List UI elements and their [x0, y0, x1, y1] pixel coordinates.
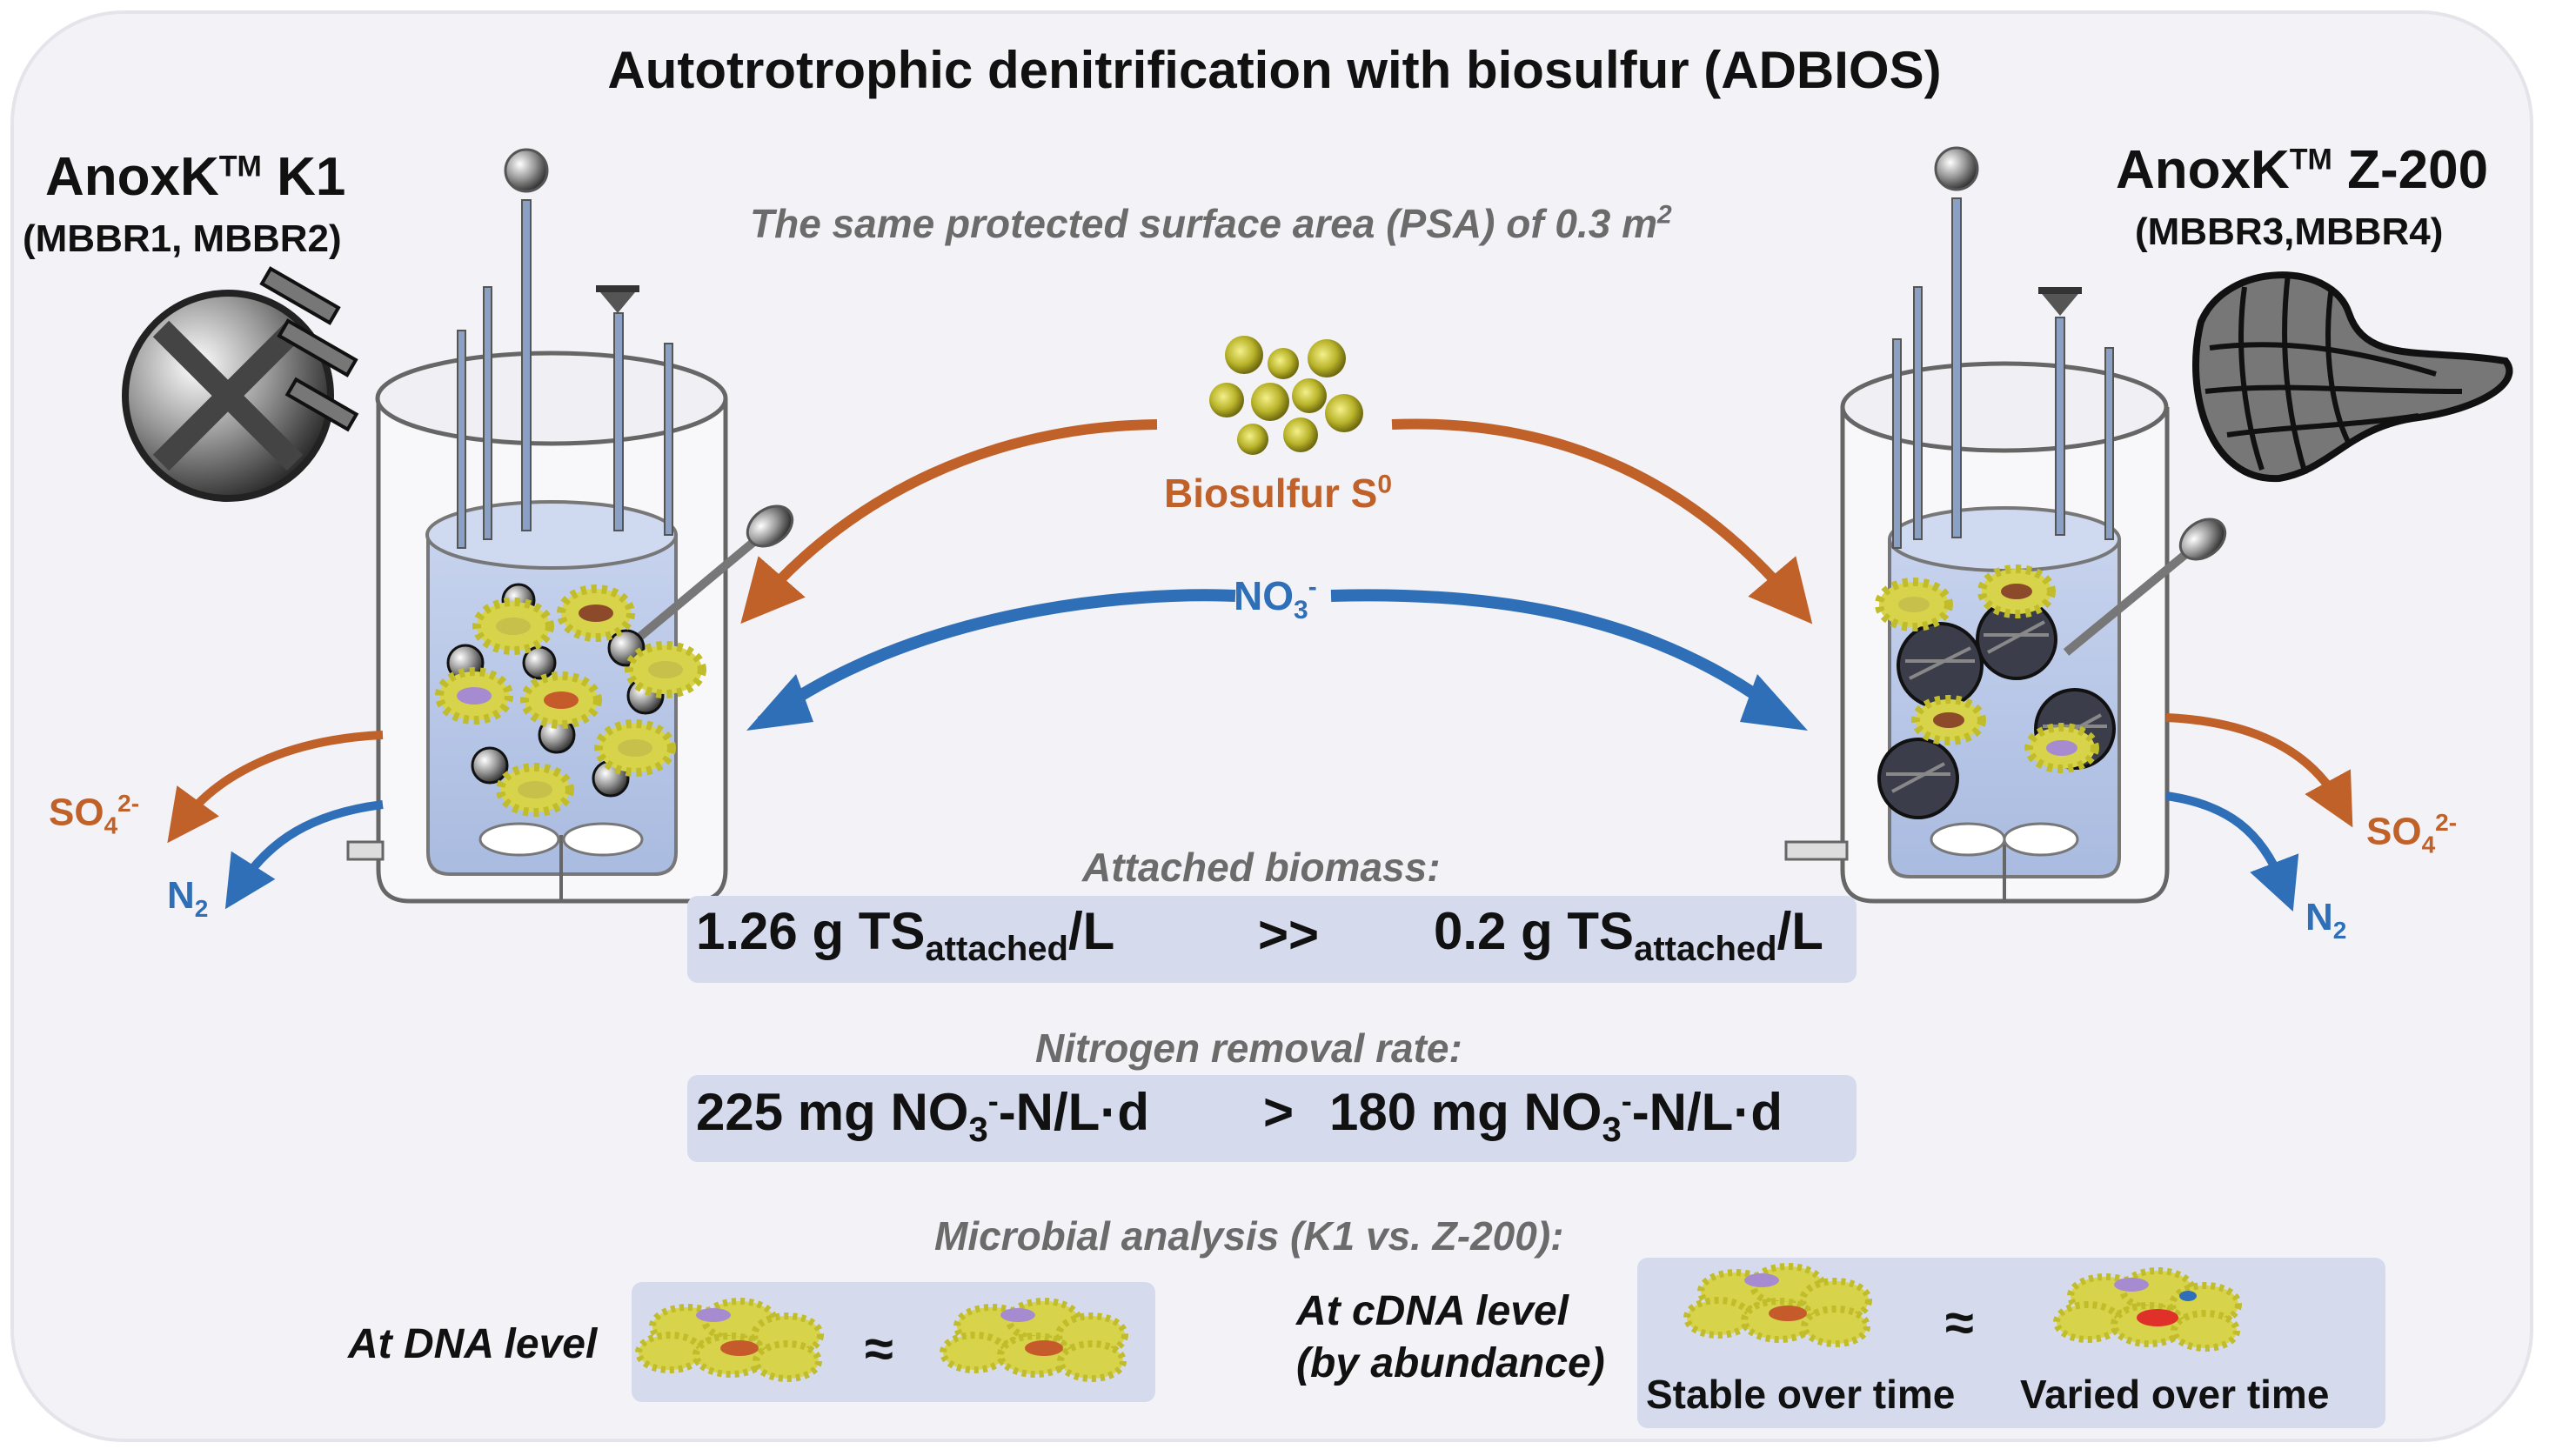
z200-carrier-icon	[2192, 271, 2513, 483]
nitrate-sub: 3	[1294, 596, 1308, 625]
nitrate-label: NO3-	[1234, 572, 1317, 625]
nitrogen-label-right: N2	[2305, 896, 2346, 945]
cdna-label-1: At cDNA level	[1296, 1288, 1569, 1334]
right-reactor-carriers	[1875, 564, 2116, 819]
nrr-compare: >	[1263, 1083, 1295, 1141]
nrr-left-a: 225 mg NO	[696, 1083, 969, 1141]
varied-label: Varied over time	[2020, 1372, 2330, 1417]
attached-compare: >>	[1258, 905, 1320, 964]
biosulfur-arrows	[740, 418, 1813, 624]
nrr-right-value: 180 mg NO3--N/L·d	[1329, 1082, 1783, 1150]
sulfate-base-right: SO	[2366, 810, 2422, 853]
attached-left-value: 1.26 g TSattached/L	[696, 901, 1114, 969]
dna-box	[632, 1282, 1155, 1402]
attached-right-num: 0.2 g TS	[1434, 902, 1635, 960]
nitrate-arrow	[757, 589, 1796, 727]
sulfate-base-left: SO	[49, 791, 104, 834]
sulfate-sub-right: 4	[2421, 831, 2436, 858]
sulfate-sup-right: 2-	[2435, 809, 2458, 836]
sulfate-label-left: SO42-	[49, 790, 139, 839]
attached-right-value: 0.2 g TSattached/L	[1434, 901, 1823, 969]
nitrogen-label-left: N2	[167, 874, 208, 923]
nitrate-base: NO	[1234, 573, 1294, 618]
psa-note: The same protected surface area (PSA) of…	[750, 200, 1672, 247]
nrr-right-b: -N/L·d	[1631, 1083, 1783, 1141]
dna-label: At DNA level	[348, 1321, 598, 1367]
left-reactor-carriers	[435, 583, 706, 817]
dna-approx: ≈	[865, 1319, 893, 1378]
attached-left-sub: attached	[925, 930, 1068, 968]
product-arrows-left	[167, 731, 384, 910]
left-carrier-name: AnoxKTM K1	[45, 146, 345, 208]
left-model: K1	[261, 147, 346, 207]
right-carrier-name: AnoxKTM Z-200	[2116, 139, 2488, 201]
nrr-left-value: 225 mg NO3--N/L·d	[696, 1082, 1149, 1150]
attached-right-sub: attached	[1634, 930, 1777, 968]
diagram-title: Autotrotrophic denitrification with bios…	[607, 41, 1942, 99]
stable-label: Stable over time	[1646, 1372, 1956, 1417]
sulfate-sup-left: 2-	[117, 790, 140, 817]
reactor-right	[1784, 146, 2227, 904]
k1-carrier-icon	[122, 266, 359, 502]
nrr-right-a: 180 mg NO	[1329, 1083, 1602, 1141]
nitrate-sup: -	[1308, 572, 1317, 602]
attached-left-num: 1.26 g TS	[696, 902, 926, 960]
biosulfur-label: Biosulfur S0	[1164, 470, 1392, 517]
sulfate-sub-left: 4	[104, 811, 118, 839]
nitrogen-sub-right: 2	[2332, 916, 2347, 944]
attached-box	[687, 896, 1857, 983]
left-brand: AnoxK	[45, 147, 219, 207]
nrr-box	[687, 1075, 1857, 1162]
biosulfur-particles-icon	[1209, 336, 1363, 455]
attached-heading: Attached biomass:	[1082, 845, 1441, 890]
left-reactor-ids: (MBBR1, MBBR2)	[23, 217, 342, 260]
product-arrows-right	[2165, 713, 2353, 912]
attached-left-unit: /L	[1067, 902, 1115, 960]
nrr-left-b: -N/L·d	[998, 1083, 1149, 1141]
nrr-right-sub: 3	[1602, 1111, 1622, 1149]
biosulfur-sup: 0	[1377, 470, 1393, 499]
nitrate-arrowheads	[746, 674, 1808, 731]
nrr-left-sup: -	[987, 1083, 999, 1119]
microbial-heading: Microbial analysis (K1 vs. Z-200):	[934, 1213, 1564, 1259]
nitrogen-sub-left: 2	[194, 894, 209, 922]
nrr-left-sub: 3	[968, 1111, 988, 1149]
nrr-heading: Nitrogen removal rate:	[1035, 1025, 1462, 1071]
psa-sup: 2	[1657, 200, 1672, 230]
nrr-right-sup: -	[1621, 1083, 1632, 1119]
left-tm: TM	[218, 150, 262, 184]
right-model: Z-200	[2332, 140, 2489, 200]
attached-right-unit: /L	[1776, 902, 1823, 960]
cdna-label-2: (by abundance)	[1296, 1340, 1605, 1386]
biosulfur-text: Biosulfur S	[1164, 471, 1378, 516]
cdna-approx: ≈	[1945, 1293, 1974, 1352]
nitrogen-base-left: N	[167, 874, 195, 917]
nitrogen-base-right: N	[2305, 896, 2333, 938]
right-tm: TM	[2289, 143, 2332, 177]
right-reactor-ids: (MBBR3,MBBR4)	[2135, 210, 2444, 253]
right-brand: AnoxK	[2116, 140, 2290, 200]
sulfate-label-right: SO42-	[2366, 809, 2457, 858]
psa-text: The same protected surface area (PSA) of…	[750, 201, 1658, 246]
